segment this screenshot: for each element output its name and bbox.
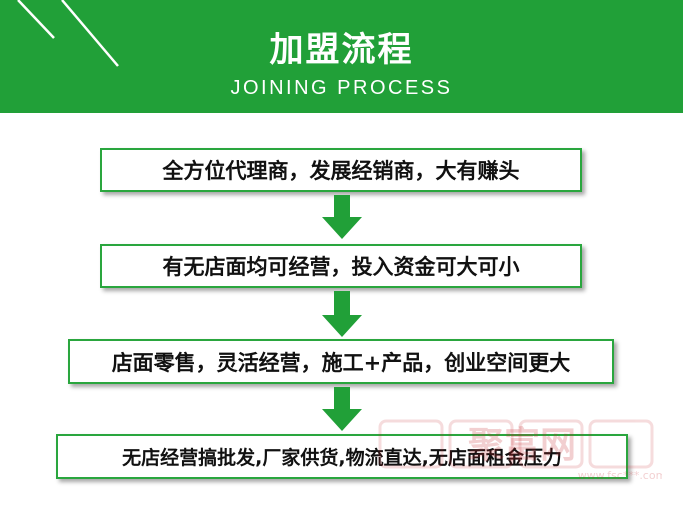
step-2-label: 有无店面均可经营，投入资金可大可小: [162, 255, 520, 279]
watermark-logo: 聚富网 www.fsc***.com: [378, 419, 662, 482]
step-1-label: 全方位代理商，发展经销商，大有赚头: [162, 159, 520, 183]
arrow-down-icon: [322, 387, 362, 431]
page-title: 加盟流程: [269, 30, 414, 70]
arrow-down-icon: [322, 291, 362, 337]
header-banner: 加盟流程 JOINING PROCESS: [0, 0, 683, 113]
page-subtitle: JOINING PROCESS: [230, 77, 453, 99]
step-4-label: 无店经营搞批发,厂家供货,物流直达,无店面租金压力: [122, 447, 562, 469]
decorative-lines-icon: [17, 0, 119, 67]
step-3-box: 店面零售，灵活经营，施工+产品，创业空间更大: [68, 339, 614, 384]
arrow-down-icon: [322, 195, 362, 239]
step-3-label: 店面零售，灵活经营，施工+产品，创业空间更大: [111, 350, 571, 375]
step-2-box: 有无店面均可经营，投入资金可大可小: [100, 244, 582, 288]
step-4-box: 无店经营搞批发,厂家供货,物流直达,无店面租金压力: [56, 434, 628, 479]
watermark-name: 聚富网: [467, 424, 576, 466]
step-1-box: 全方位代理商，发展经销商，大有赚头: [100, 148, 582, 192]
watermark-url: www.fsc***.com: [578, 469, 662, 482]
